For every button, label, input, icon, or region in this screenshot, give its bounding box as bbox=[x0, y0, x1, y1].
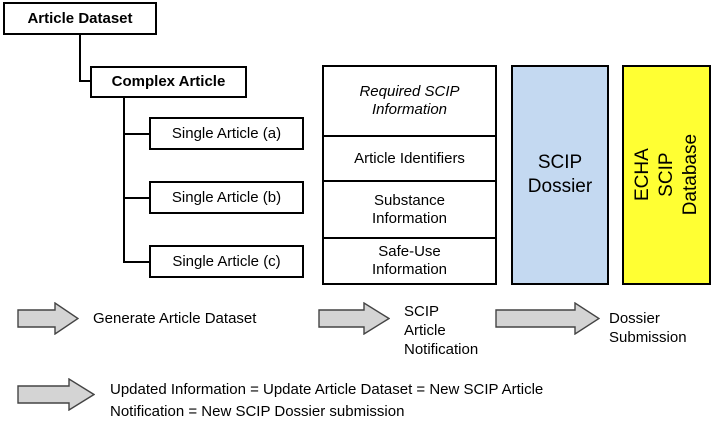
updated-information-note: Updated Information = Update Article Dat… bbox=[110, 379, 543, 423]
generate-article-dataset-arrow[interactable] bbox=[17, 302, 79, 335]
connector-branch-b bbox=[123, 197, 150, 199]
complex-article-label: Complex Article bbox=[111, 73, 226, 91]
connector-root-horizontal bbox=[79, 80, 92, 82]
scip-table-row-safe-use-information[interactable]: Safe-Use Information bbox=[324, 239, 495, 283]
scip-row-label-article-identifiers: Article Identifiers bbox=[354, 149, 465, 167]
scip-article-notification-label: SCIP Article Notification bbox=[404, 303, 479, 358]
single-article-c-label: Single Article (c) bbox=[172, 252, 281, 270]
scip-table-row-article-identifiers[interactable]: Article Identifiers bbox=[324, 137, 495, 182]
single-article-b-label: Single Article (b) bbox=[171, 188, 282, 206]
dossier-submission-arrow[interactable] bbox=[495, 302, 600, 335]
dossier-submission-label: Dossier Submission bbox=[609, 310, 687, 346]
single-article-a-box[interactable]: Single Article (a) bbox=[149, 117, 304, 150]
single-article-a-label: Single Article (a) bbox=[171, 124, 282, 142]
article-dataset-label: Article Dataset bbox=[27, 9, 133, 27]
echa-scip-database-box[interactable]: ECHA SCIP Database bbox=[622, 65, 711, 285]
article-dataset-box[interactable]: Article Dataset bbox=[3, 2, 157, 35]
echa-scip-database-label: ECHA SCIP Database bbox=[631, 134, 701, 216]
required-scip-information-table: Required SCIP Information Article Identi… bbox=[322, 65, 497, 285]
complex-article-box[interactable]: Complex Article bbox=[90, 66, 247, 98]
generate-article-dataset-label: Generate Article Dataset bbox=[93, 310, 257, 327]
scip-table-row-substance-information[interactable]: Substance Information bbox=[324, 182, 495, 239]
scip-table-header-label: Required SCIP Information bbox=[359, 83, 460, 118]
connector-complex-spine bbox=[123, 98, 125, 263]
scip-dossier-box[interactable]: SCIP Dossier bbox=[511, 65, 609, 285]
connector-root-vertical bbox=[79, 35, 81, 82]
connector-branch-c bbox=[123, 261, 150, 263]
scip-row-label-substance-information: Substance Information bbox=[371, 191, 448, 227]
scip-dossier-label: SCIP Dossier bbox=[527, 152, 593, 197]
scip-article-notification-arrow[interactable] bbox=[318, 302, 390, 335]
connector-branch-a bbox=[123, 133, 150, 135]
note-line-1: Updated Information = Update Article Dat… bbox=[110, 381, 544, 398]
updated-information-arrow[interactable] bbox=[17, 378, 95, 411]
single-article-c-box[interactable]: Single Article (c) bbox=[149, 245, 304, 278]
scip-table-header-cell: Required SCIP Information bbox=[324, 67, 495, 137]
note-line-2: Notification = New SCIP Dossier submissi… bbox=[110, 402, 405, 420]
single-article-b-box[interactable]: Single Article (b) bbox=[149, 181, 304, 214]
scip-row-label-safe-use-information: Safe-Use Information bbox=[371, 243, 448, 278]
